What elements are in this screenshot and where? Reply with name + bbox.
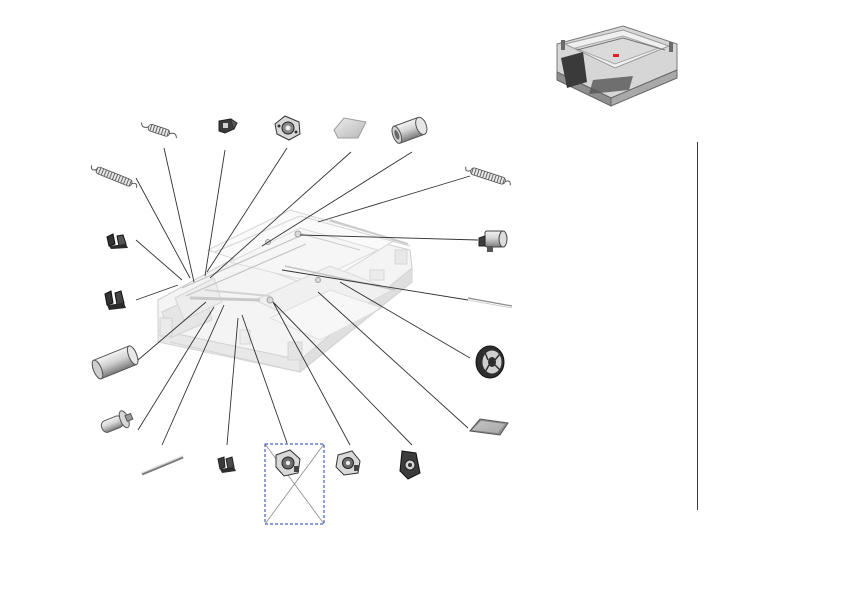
part-clip-bracket-bottom (217, 456, 236, 473)
part-spring-right (465, 166, 511, 186)
part-gear-bracket-bottom-right (399, 450, 421, 480)
part-spring-left (90, 165, 138, 188)
callout-lines (135, 147, 479, 446)
part-sheet-pad (469, 418, 509, 436)
assembled-unit-inset (553, 10, 681, 136)
part-flanged-pin (100, 410, 134, 433)
part-spring-top (140, 122, 177, 139)
part-gear-bracket-top (274, 115, 301, 141)
sheet-feeder-assembly (157, 209, 413, 374)
part-gear-bracket-placeholder (264, 443, 325, 525)
vertical-divider (697, 142, 698, 510)
part-thin-rod-bottom (141, 455, 184, 476)
part-rubber-pad (333, 117, 367, 139)
part-roller-cylinder (91, 345, 139, 380)
part-gear-wheel (475, 345, 505, 379)
part-clip-bracket-left-upper (106, 233, 128, 249)
part-thin-rod-right (467, 297, 513, 309)
part-cylinder-bushing (391, 116, 428, 144)
location-marker (613, 54, 619, 57)
part-clip-bracket-left-lower (104, 290, 126, 310)
part-clip-bracket-top (218, 118, 238, 134)
part-gear-bracket-bottom-mid (335, 450, 361, 476)
part-bushing-with-tab (478, 230, 508, 252)
